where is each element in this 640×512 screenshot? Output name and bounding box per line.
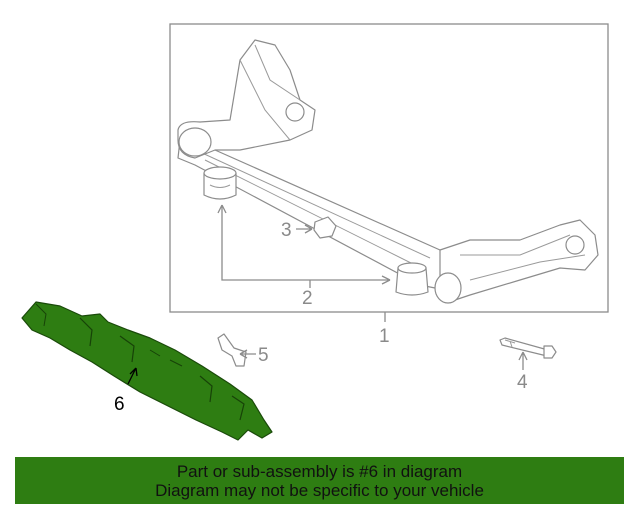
banner-line-2: Diagram may not be specific to your vehi… — [155, 480, 484, 500]
callout-6-leader — [127, 367, 138, 385]
info-banner: Part or sub-assembly is #6 in diagram Di… — [15, 457, 624, 504]
bump-stop-part[interactable] — [313, 216, 337, 239]
callout-6: 6 — [114, 394, 125, 415]
parts-diagram: 2 3 1 4 5 6 — [21, 23, 609, 441]
callout-3: 3 — [281, 220, 292, 241]
callout-4: 4 — [517, 372, 528, 393]
axle-beam-part[interactable] — [177, 39, 599, 304]
callout-2: 2 — [302, 288, 313, 309]
bushing-part[interactable] — [203, 166, 429, 296]
callout-4-leader — [518, 351, 528, 370]
callout-5: 5 — [258, 345, 269, 366]
callout-1: 1 — [379, 326, 390, 347]
assembly-frame — [169, 23, 609, 313]
callout-2-leader — [221, 205, 390, 281]
callout-5-leader — [239, 349, 256, 359]
bracket-clip-part[interactable] — [217, 333, 247, 367]
underbody-shield-part[interactable] — [21, 301, 273, 441]
bolt-part[interactable] — [499, 337, 557, 359]
callout-3-leader — [296, 224, 313, 234]
banner-line-1: Part or sub-assembly is #6 in diagram — [176, 461, 463, 481]
